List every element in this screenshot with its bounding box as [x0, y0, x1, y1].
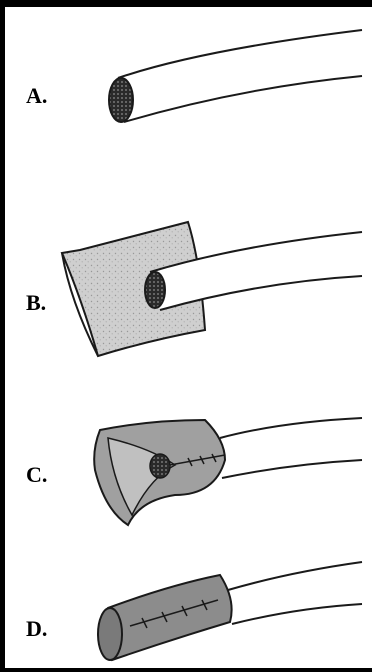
nerve-a-body: [118, 30, 362, 122]
wrap-d: [104, 575, 232, 660]
panel-a-nerve: [109, 30, 362, 122]
panel-d-complete-wrap: [98, 562, 362, 660]
panel-c-partial-wrap: [94, 418, 362, 525]
nerve-c-top-edge: [220, 418, 362, 438]
nerve-c-cut-end: [150, 454, 170, 478]
nerve-a-cut-end: [109, 78, 133, 122]
nerve-d-top-edge: [228, 562, 362, 590]
nerve-b-cut-end: [145, 272, 165, 308]
nerve-d-bottom-edge: [232, 604, 362, 624]
nerve-c-bottom-edge: [222, 460, 362, 478]
wrap-d-end: [98, 608, 122, 660]
panel-b-nerve-with-patch: [62, 222, 362, 356]
